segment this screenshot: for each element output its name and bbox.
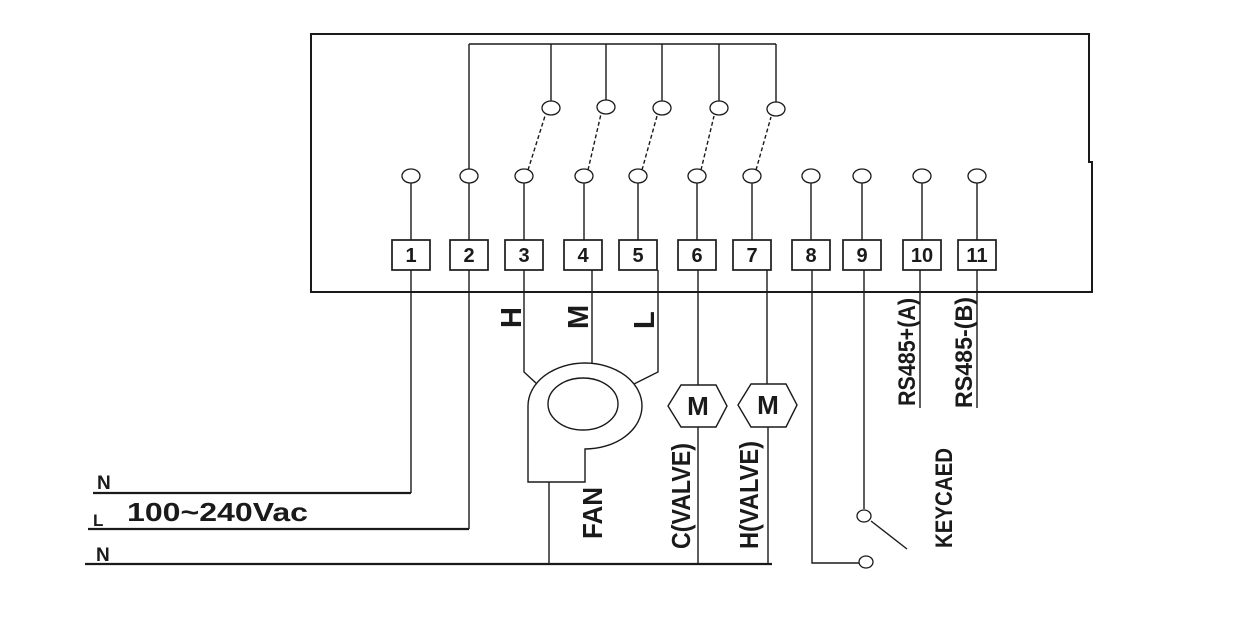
- terminal-5-box: [618, 239, 658, 271]
- terminal-4-contact-icon: [574, 168, 594, 184]
- terminal-6-number: 6: [691, 245, 702, 267]
- relay-switch-6-blade-icon: [700, 115, 715, 171]
- terminal-4-box: [563, 239, 603, 271]
- line-l-label: L: [93, 511, 103, 530]
- terminal-8-contact-icon: [801, 168, 821, 184]
- relay-switch-7-top-contact-icon: [766, 101, 786, 117]
- terminal-9-box: [842, 239, 882, 271]
- neutral-bottom-label: N: [96, 545, 110, 566]
- terminal-7: 7: [732, 44, 786, 384]
- terminal-3-number: 3: [518, 245, 529, 267]
- relay-switch-4-blade-icon: [587, 113, 602, 171]
- terminal-7-contact-icon: [742, 168, 762, 184]
- power-input: N L 100~240Vac N: [85, 473, 772, 566]
- relay-switch-3-blade-icon: [527, 115, 546, 171]
- terminal-2-contact-icon: [459, 168, 479, 184]
- terminal-4-number: 4: [577, 245, 589, 267]
- terminal-10-contact-icon: [912, 168, 932, 184]
- cool-valve: M C(VALVE): [666, 384, 728, 563]
- terminal-7-box: [732, 239, 772, 271]
- terminal-2-box: [449, 239, 489, 271]
- keycard-lower-contact-icon: [858, 555, 874, 569]
- terminal-10-box: [902, 239, 942, 271]
- keycard-blade-icon: [870, 520, 908, 550]
- terminal-10: 10: [902, 168, 942, 271]
- cool-valve-motor-letter: M: [687, 391, 709, 421]
- terminal-8: 8: [791, 168, 831, 271]
- terminal-9: 9: [842, 168, 882, 271]
- cool-valve-label: C(VALVE): [666, 443, 696, 549]
- terminal-6: 6: [677, 44, 729, 385]
- terminal-2-number: 2: [463, 245, 474, 267]
- terminal-10-number: 10: [911, 245, 933, 267]
- heat-valve-label: H(VALVE): [734, 441, 764, 549]
- fan-low-wire: [633, 270, 659, 385]
- terminal-5: 5: [618, 44, 672, 385]
- terminal-6-box: [677, 239, 717, 271]
- rs485-a-label: RS485+(A): [894, 298, 921, 406]
- terminal-1-box: [391, 239, 431, 271]
- fan-speed-low-label: L: [629, 311, 661, 329]
- terminal-7-number: 7: [746, 245, 757, 267]
- terminal-1-contact-icon: [401, 168, 421, 184]
- relay-switch-3-top-contact-icon: [541, 100, 561, 116]
- terminal-3: 3: [504, 44, 561, 385]
- keycard-switch: KEYCAED: [811, 270, 958, 569]
- keycard-lower-wire: [811, 270, 859, 564]
- keycard-upper-contact-icon: [856, 509, 872, 523]
- heat-valve-motor-letter: M: [757, 390, 779, 420]
- terminal-11-number: 11: [966, 245, 987, 267]
- terminal-5-number: 5: [632, 245, 643, 267]
- cool-valve-motor-icon: [667, 384, 728, 428]
- fan-impeller-icon: [547, 377, 619, 431]
- terminal-11-box: [957, 239, 997, 271]
- relay-switch-7-blade-icon: [755, 116, 772, 171]
- terminal-4: 4: [563, 44, 616, 364]
- terminal-3-contact-icon: [514, 168, 534, 184]
- relay-switch-4-top-contact-icon: [596, 99, 616, 115]
- fan-housing-icon: [527, 362, 643, 483]
- terminal-9-number: 9: [856, 245, 867, 267]
- terminal-11: 11: [957, 168, 997, 271]
- relay-switch-5-top-contact-icon: [652, 100, 672, 116]
- terminal-6-contact-icon: [687, 168, 707, 184]
- keycard-label: KEYCAED: [931, 448, 958, 548]
- fan-high-wire: [523, 270, 538, 385]
- terminal-1-number: 1: [405, 245, 416, 267]
- heat-valve: M H(VALVE): [734, 383, 798, 563]
- power-rating-label: 100~240Vac: [127, 497, 308, 527]
- terminal-1: 1: [391, 168, 431, 493]
- controller-outline: [310, 33, 1093, 293]
- terminal-2: 2: [449, 44, 489, 529]
- fan-symbol: H M L FAN: [496, 305, 661, 563]
- relay-switch-6-top-contact-icon: [709, 100, 729, 116]
- terminal-8-number: 8: [805, 245, 816, 267]
- terminal-11-contact-icon: [967, 168, 987, 184]
- terminal-8-box: [791, 239, 831, 271]
- heat-valve-motor-icon: [737, 383, 798, 428]
- neutral-top-label: N: [97, 473, 111, 494]
- rs485-b-label: RS485-(B): [951, 297, 978, 408]
- terminal-9-contact-icon: [852, 168, 872, 184]
- rs485-bus: RS485+(A) RS485-(B): [894, 270, 978, 408]
- relay-switch-5-blade-icon: [641, 115, 658, 171]
- fan-speed-med-label: M: [563, 305, 595, 329]
- fan-speed-high-label: H: [496, 307, 528, 328]
- terminal-5-contact-icon: [628, 168, 648, 184]
- fan-label: FAN: [577, 487, 608, 539]
